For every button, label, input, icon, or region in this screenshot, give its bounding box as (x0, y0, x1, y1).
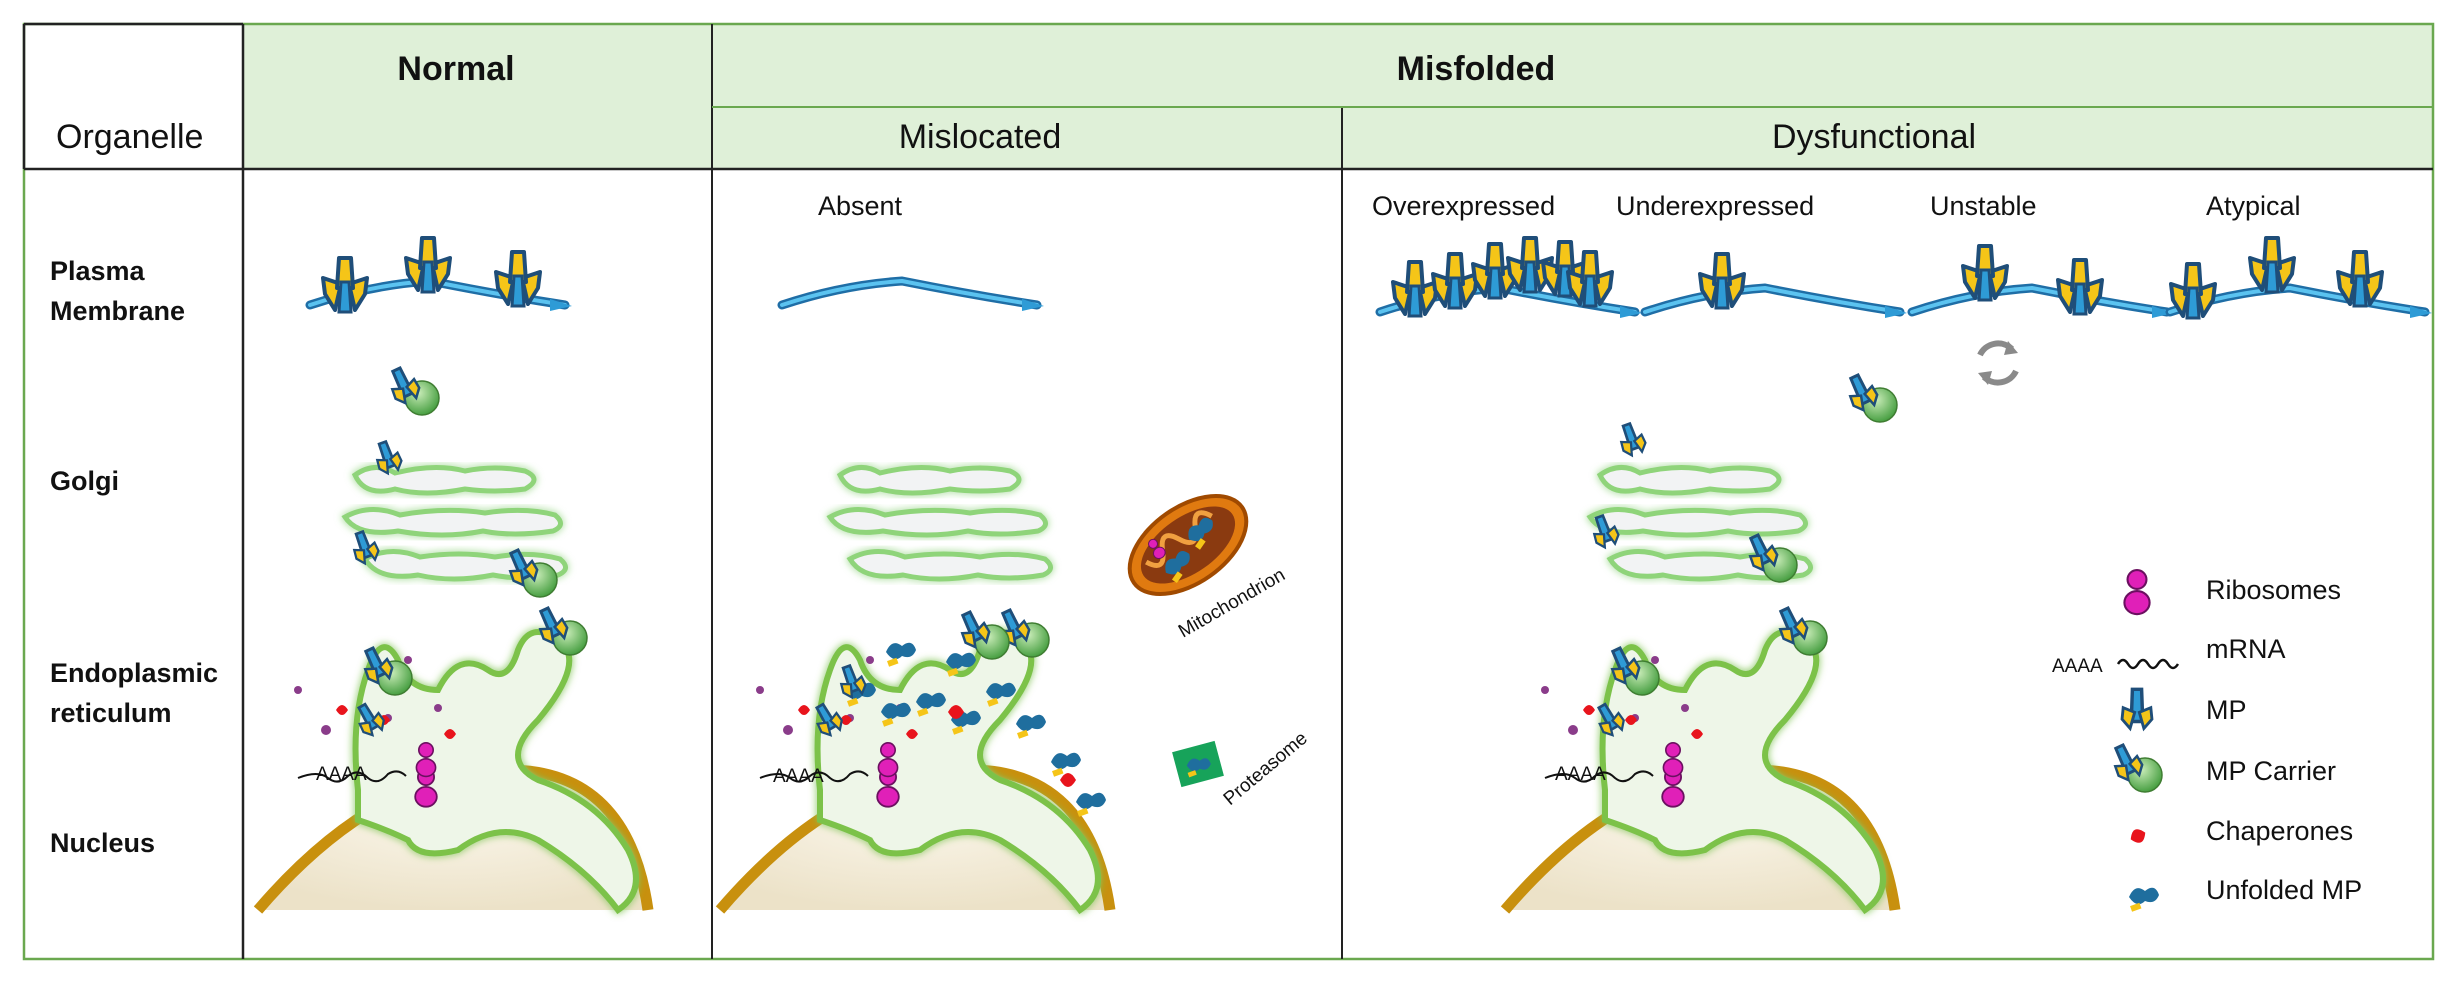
col-absent: Absent (818, 191, 903, 221)
mp-icon (404, 236, 452, 294)
mp-icon (2120, 687, 2154, 731)
legend-mrna: mRNA (2206, 634, 2286, 664)
row-label-reticulum: reticulum (50, 698, 172, 728)
row-label-endoplasmic: Endoplasmic (50, 658, 218, 688)
poly-a-normal: AAAA (316, 764, 367, 785)
header-misfolded: Misfolded (1397, 50, 1556, 88)
unfolded-mp-cluster (846, 642, 1106, 817)
underexpressed-membrane (1645, 252, 1907, 318)
mrna-icon (2116, 658, 2180, 670)
label-proteasome: Proteasome (1220, 728, 1312, 810)
mp-carrier-icon (955, 608, 1009, 659)
mp-icon (494, 250, 542, 308)
mitochondrion (1127, 493, 1249, 597)
header-mislocated: Mislocated (899, 118, 1062, 156)
header-organelle: Organelle (56, 118, 203, 156)
col-atypical: Atypical (2206, 191, 2301, 221)
legend-unfolded-mp: Unfolded MP (2206, 875, 2362, 905)
proteasome (1172, 740, 1224, 788)
mp-carrier-icon (385, 364, 439, 415)
mp-carrier-icon (2108, 741, 2162, 792)
col-overexpressed: Overexpressed (1372, 191, 1555, 221)
header-fill (243, 24, 2433, 169)
unstable-membrane (1912, 244, 2174, 385)
poly-a-mislocated: AAAA (773, 766, 824, 787)
col-underexpressed: Underexpressed (1616, 191, 1814, 221)
unfolded-mp-icon (2129, 887, 2159, 912)
legend-mp: MP (2206, 695, 2247, 725)
legend-mrna-prefix: AAAA (2052, 656, 2103, 677)
header-dysfunctional: Dysfunctional (1772, 118, 1976, 156)
table-frame (22, 22, 2435, 961)
golgi-mislocated (830, 467, 1051, 579)
col-unstable: Unstable (1930, 191, 2037, 221)
mp-icon (1614, 419, 1650, 459)
legend-mp-carrier: MP Carrier (2206, 756, 2336, 786)
ribosome-icon (2123, 568, 2151, 616)
recycle-icon (1978, 341, 2018, 385)
row-label-membrane: Membrane (50, 296, 185, 326)
mp-carrier-icon (1843, 371, 1897, 422)
chaperone-icon (2130, 829, 2146, 843)
row-label-nucleus: Nucleus (50, 828, 155, 858)
mp-icon (321, 256, 369, 314)
legend: Ribosomes AAAA mRNA MP MP Carrier Chaper… (2052, 568, 2362, 912)
header-normal: Normal (397, 50, 514, 88)
membrane-absent (782, 281, 1044, 311)
legend-ribosomes: Ribosomes (2206, 575, 2341, 605)
row-label-golgi: Golgi (50, 466, 119, 496)
normal-plasma-membrane (310, 236, 572, 314)
overexpressed-membrane (1380, 236, 1642, 318)
atypical-membrane (2170, 236, 2432, 318)
poly-a-dysfunctional: AAAA (1555, 764, 1606, 785)
row-label-plasma: Plasma (50, 256, 146, 286)
legend-chaperones: Chaperones (2206, 816, 2353, 846)
